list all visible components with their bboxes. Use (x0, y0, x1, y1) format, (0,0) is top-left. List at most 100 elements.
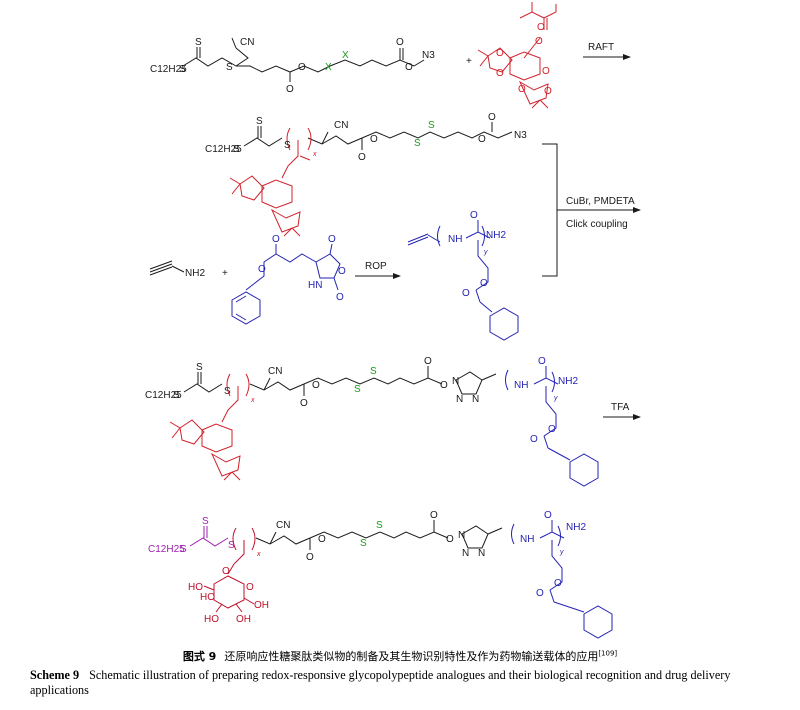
svg-text:HO: HO (204, 614, 219, 625)
reaction-scheme: C12H25 S S S CN O O O O N3 X X + O O O O… (145, 2, 641, 639)
x-subscript: x (312, 151, 317, 158)
nca-monomer-labels: O O O O O HN (258, 234, 346, 303)
propargylamine-structure (149, 260, 185, 276)
svg-text:NH: NH (520, 534, 534, 545)
svg-text:OH: OH (254, 600, 269, 611)
svg-text:NH2: NH2 (558, 376, 578, 387)
glycopolymer-sugar (229, 140, 311, 237)
svg-text:CN: CN (268, 366, 282, 377)
svg-text:O: O (496, 68, 504, 79)
tfa-label: TFA (611, 402, 630, 413)
glycopolymer-labels: C12H25 S S S CN O O O O N3 (205, 112, 527, 163)
conjugate-peptide (505, 366, 599, 487)
y-subscript: y (559, 549, 564, 556)
x-label: X (342, 50, 349, 61)
svg-text:NH2: NH2 (486, 230, 506, 241)
raft-label: RAFT (588, 42, 614, 53)
o-label: O (405, 62, 413, 73)
svg-text:S: S (233, 144, 240, 155)
svg-text:O: O (554, 578, 562, 589)
polypeptide-alkyne-structure (407, 220, 519, 341)
polymer-bracket (232, 527, 256, 551)
svg-text:N3: N3 (514, 130, 527, 141)
svg-text:O: O (544, 510, 552, 521)
final-product-cta-labels: C12H25 S S S (148, 516, 235, 555)
x-subscript: x (250, 397, 255, 404)
svg-text:O: O (542, 66, 550, 77)
svg-text:S: S (180, 544, 187, 555)
svg-text:O: O (537, 22, 545, 33)
x-label: X (325, 62, 332, 73)
svg-text:S: S (228, 540, 235, 551)
svg-text:S: S (196, 362, 203, 373)
nh2-label: NH2 (185, 268, 205, 279)
glycopolymer-azide-structure (243, 122, 513, 150)
x-subscript: x (256, 551, 261, 558)
svg-text:S: S (173, 390, 180, 401)
svg-text:HN: HN (308, 280, 322, 291)
svg-text:N: N (458, 530, 465, 541)
svg-text:O: O (518, 84, 526, 95)
svg-text:O: O (530, 434, 538, 445)
svg-text:O: O (548, 424, 556, 435)
svg-text:O: O (430, 510, 438, 521)
polymer-bracket (286, 127, 312, 151)
svg-text:O: O (496, 48, 504, 59)
svg-text:CN: CN (276, 520, 290, 531)
glycomonomer-labels: O O O O O O O (496, 22, 552, 97)
disulfide-labels-row5: S S (360, 520, 383, 549)
svg-text:N: N (456, 394, 463, 405)
final-product-cta (189, 526, 229, 547)
svg-text:O: O (535, 36, 543, 47)
svg-text:O: O (488, 112, 496, 123)
caption-zh-text: 还原响应性糖聚肽类似物的制备及其生物识别特性及作为药物输送载体的应用 (224, 650, 599, 663)
s-label: S (226, 62, 233, 73)
svg-text:S: S (202, 516, 209, 527)
reactant-bracket (542, 143, 558, 277)
click-label: Click coupling (566, 219, 628, 230)
conjugate-peptide-labels: NH O NH2 O O (514, 356, 578, 445)
svg-text:N: N (452, 376, 459, 387)
svg-text:O: O (470, 210, 478, 221)
svg-text:HO: HO (200, 592, 215, 603)
svg-text:O: O (312, 380, 320, 391)
cn-label: CN (240, 37, 254, 48)
svg-text:CN: CN (334, 120, 348, 131)
svg-text:O: O (336, 292, 344, 303)
conjugate-labels: C12H25 S S S CN O O O O N N N (145, 356, 479, 409)
final-product-backbone (255, 520, 503, 550)
svg-text:C12H25: C12H25 (148, 544, 185, 555)
o-label: O (396, 37, 404, 48)
polymer-bracket (226, 373, 250, 397)
svg-text:O: O (480, 278, 488, 289)
svg-text:O: O (538, 356, 546, 367)
svg-text:S: S (224, 386, 231, 397)
n3-label: N3 (422, 50, 435, 61)
svg-text:S: S (428, 120, 435, 131)
conjugate-structure (183, 366, 497, 396)
plus-sign: + (222, 268, 228, 279)
final-product-peptide-labels: NH O NH2 O O (520, 510, 586, 599)
svg-text:O: O (446, 534, 454, 545)
svg-text:NH: NH (514, 380, 528, 391)
svg-text:O: O (358, 152, 366, 163)
svg-text:S: S (370, 366, 377, 377)
final-product-sugar (203, 540, 255, 613)
glycomonomer-structure (477, 2, 557, 109)
caption-zh-label: 图式 9 (182, 650, 217, 663)
svg-text:N: N (462, 548, 469, 559)
svg-text:O: O (478, 134, 486, 145)
svg-text:O: O (536, 588, 544, 599)
svg-text:O: O (300, 398, 308, 409)
svg-text:S: S (360, 538, 367, 549)
final-product-labels: CN O O O O N N N (276, 510, 485, 563)
raft-agent-labels: C12H25 S S S CN O O O O N3 (150, 37, 435, 95)
svg-text:C12H25: C12H25 (145, 390, 182, 401)
svg-text:O: O (318, 534, 326, 545)
svg-text:S: S (414, 138, 421, 149)
svg-text:N: N (478, 548, 485, 559)
o-label: O (286, 84, 294, 95)
svg-text:C12H25: C12H25 (205, 144, 242, 155)
